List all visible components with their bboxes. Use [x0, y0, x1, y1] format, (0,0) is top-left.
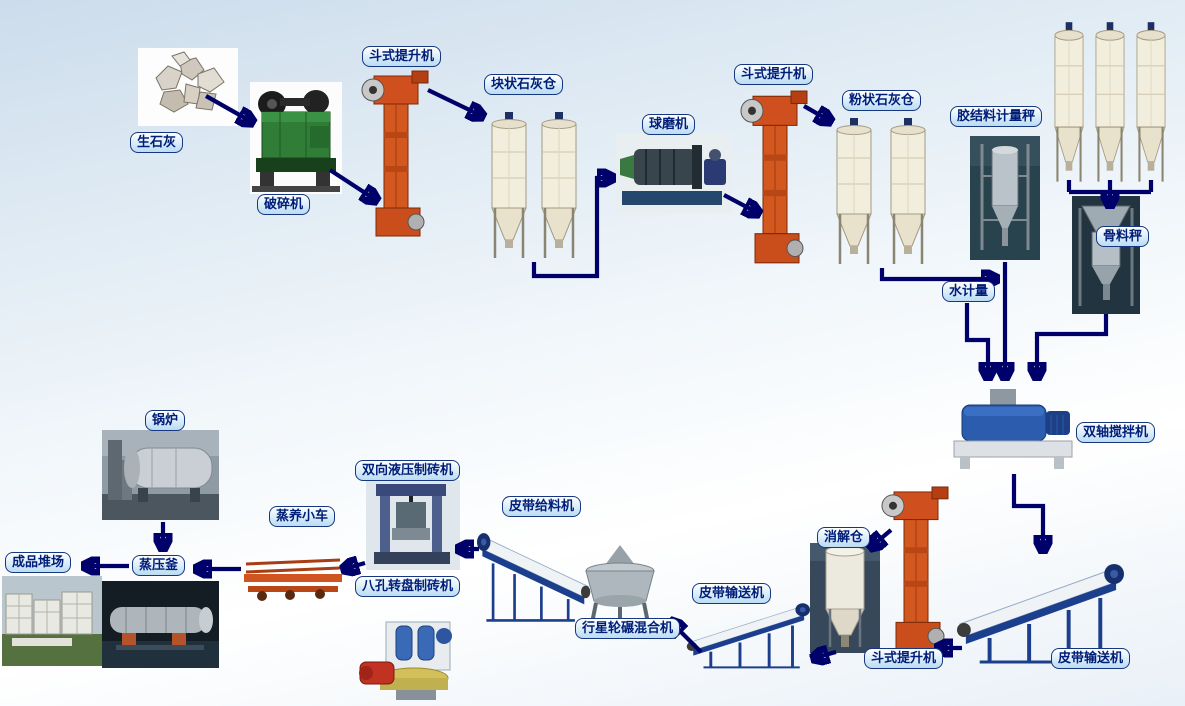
autoclave-photo — [102, 581, 219, 668]
belt-conveyor-2 — [686, 598, 810, 670]
label-ball-mill: 球磨机 — [642, 114, 696, 135]
label-belt-feeder: 皮带给料机 — [502, 496, 582, 517]
digestion-silo-photo — [810, 543, 880, 653]
rotary-brick-press — [356, 616, 458, 704]
quicklime-photo — [138, 48, 238, 126]
arrow-mixer-to-conveyor1 — [1011, 474, 1043, 550]
label-bucket-elevator-1: 斗式提升机 — [362, 46, 442, 67]
steam-curing-cart — [242, 550, 344, 604]
label-powder-lime-silo: 粉状石灰仓 — [842, 90, 922, 111]
label-digestion-silo: 消解仓 — [817, 527, 871, 548]
aggregate-scale-photo — [1072, 196, 1140, 314]
bucket-elevator-3 — [876, 486, 954, 654]
label-double-shaft-mixer: 双轴搅拌机 — [1076, 422, 1156, 443]
ball-mill-photo — [616, 133, 732, 213]
label-aggregate-scale: 骨料秤 — [1096, 226, 1150, 247]
powder-lime-silos — [831, 116, 933, 268]
arrow-water-meter-to-mixer — [964, 303, 988, 377]
label-planetary-mixer: 行星轮碾混合机 — [575, 618, 681, 639]
label-steam-curing-cart: 蒸养小车 — [269, 506, 336, 527]
label-rotary-brick-press: 八孔转盘制砖机 — [355, 576, 461, 597]
label-bucket-elevator-2: 斗式提升机 — [734, 64, 814, 85]
label-boiler: 锅炉 — [145, 410, 186, 431]
double-shaft-mixer — [950, 383, 1075, 473]
boiler-photo — [102, 430, 219, 520]
hydraulic-brick-press-photo — [366, 480, 460, 570]
label-belt-conveyor-2: 皮带输送机 — [692, 583, 772, 604]
label-crusher: 破碎机 — [257, 194, 311, 215]
planetary-mixer — [572, 543, 669, 627]
crusher-photo — [250, 82, 342, 194]
label-bucket-elevator-3: 斗式提升机 — [864, 648, 944, 669]
label-water-meter: 水计量 — [942, 281, 996, 302]
bucket-elevator-1 — [356, 70, 434, 240]
bucket-elevator-2 — [735, 90, 813, 267]
label-lump-lime-silo: 块状石灰仓 — [484, 74, 564, 95]
aggregate-silos — [1050, 20, 1170, 186]
product-yard-photo — [2, 576, 102, 666]
arrow-powder-silo-to-binder-scale — [879, 268, 996, 279]
belt-feeder — [477, 526, 591, 624]
label-belt-conveyor-1: 皮带输送机 — [1051, 648, 1131, 669]
label-binder-scale: 胶结料计量秤 — [950, 106, 1043, 127]
arrow-elevator1-to-lump-silo — [427, 88, 482, 116]
arrow-press-to-cart — [344, 563, 366, 569]
label-product-yard: 成品堆场 — [5, 552, 72, 573]
lump-lime-silos — [486, 110, 582, 262]
arrow-aggregate-scale-to-mixer — [1037, 314, 1109, 377]
label-hydraulic-brick-press: 双向液压制砖机 — [355, 460, 461, 481]
label-quicklime: 生石灰 — [130, 132, 184, 153]
binder-scale-photo — [970, 136, 1040, 260]
label-autoclave: 蒸压釜 — [132, 555, 186, 576]
